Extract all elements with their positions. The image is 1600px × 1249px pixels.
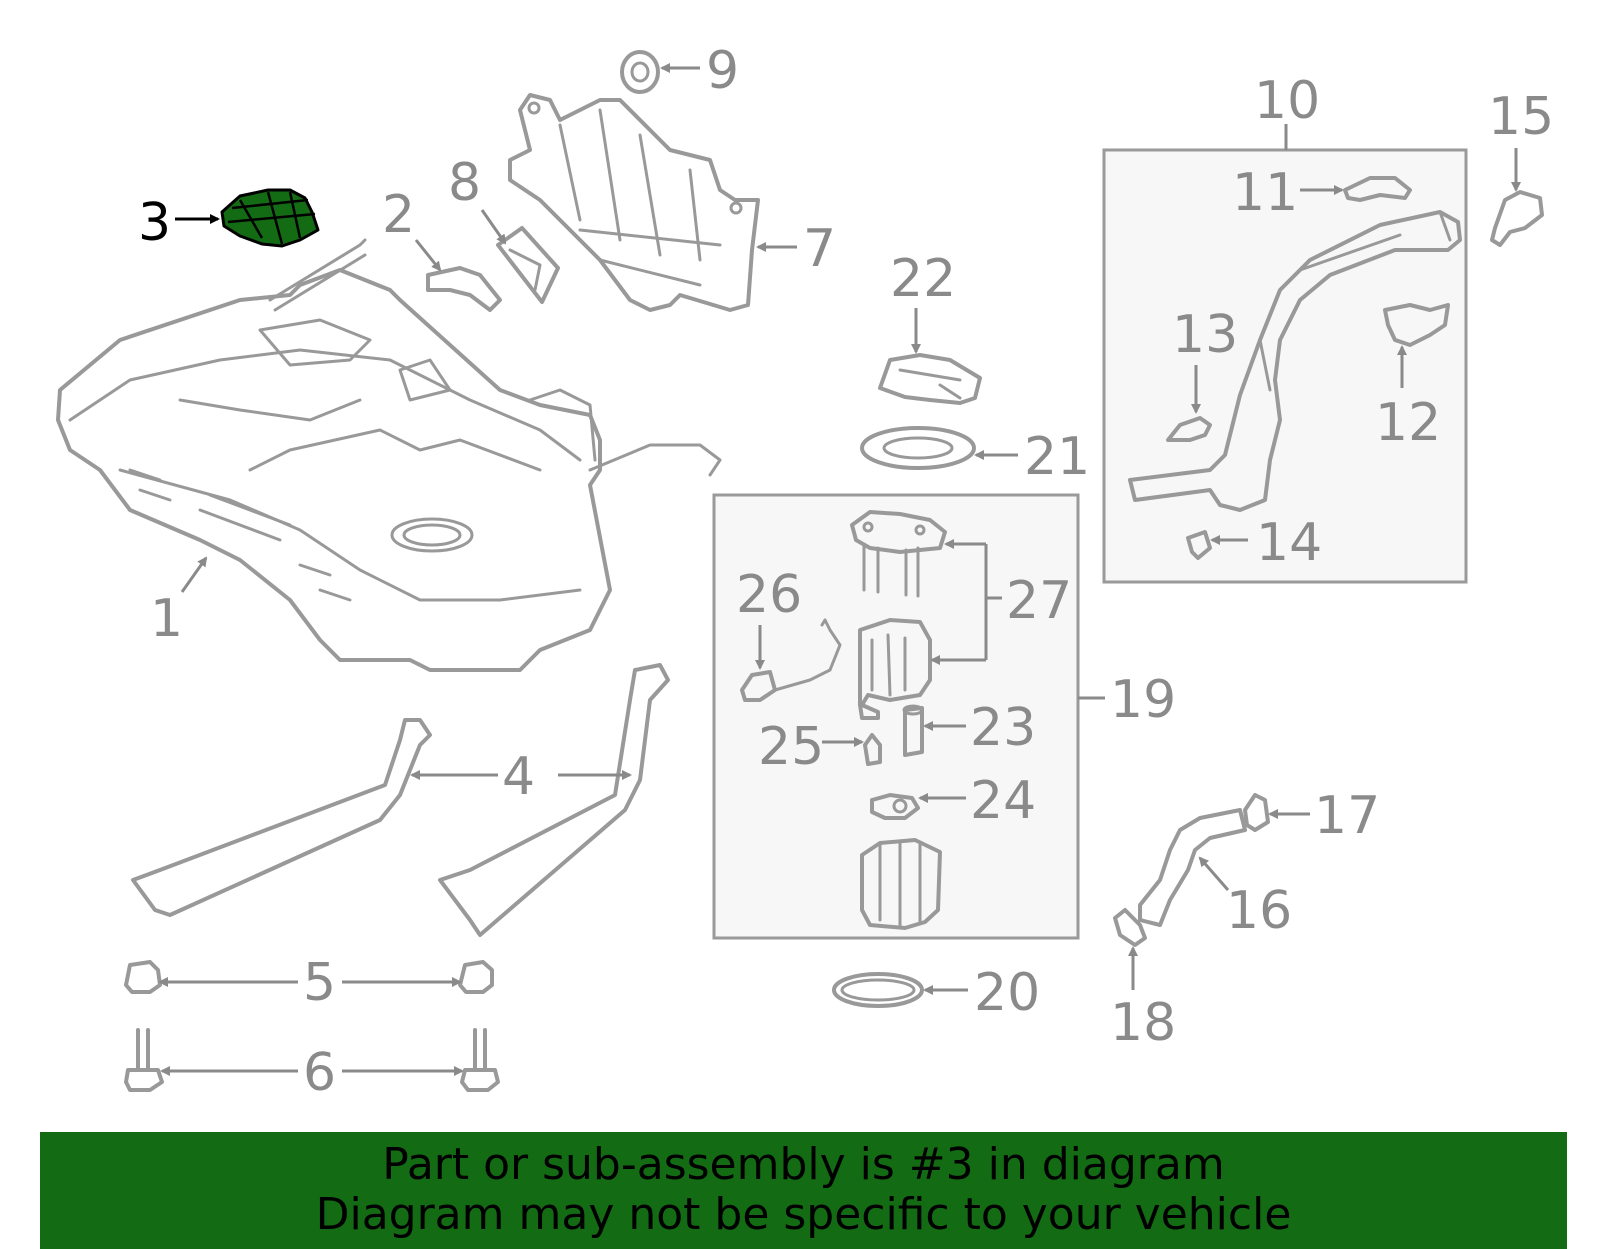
part-16-hose xyxy=(1138,808,1247,927)
footer-line-1: Part or sub-assembly is #3 in diagram xyxy=(382,1139,1225,1190)
footer-line-2: Diagram may not be specific to your vehi… xyxy=(315,1189,1292,1240)
part-6-bolts xyxy=(124,1028,500,1092)
callout-12: 12 xyxy=(1375,393,1441,453)
part-10-filler-neck xyxy=(1128,210,1462,512)
part-20-gasket xyxy=(832,972,924,1008)
part-24-regulator xyxy=(870,793,920,820)
part-3-highlighted xyxy=(220,188,320,248)
callout-10: 10 xyxy=(1254,71,1320,131)
footer-banner: Part or sub-assembly is #3 in diagram Di… xyxy=(40,1132,1567,1249)
part-1-fuel-tank xyxy=(56,238,722,672)
part-15-fuel-cap xyxy=(1490,190,1544,247)
callout-25: 25 xyxy=(758,717,824,777)
part-2-strap-pad xyxy=(426,266,502,312)
part-19-reservoir xyxy=(860,838,942,930)
callout-21: 21 xyxy=(1024,427,1090,487)
part-27-pump-flange xyxy=(850,510,947,598)
callout-24: 24 xyxy=(970,771,1036,831)
part-8-pad xyxy=(496,226,560,304)
part-21-gasket xyxy=(860,426,976,470)
box-fuel-pump-assembly-19 xyxy=(712,493,1080,940)
callout-4: 4 xyxy=(502,747,535,807)
callout-8: 8 xyxy=(448,153,481,213)
callout-18: 18 xyxy=(1110,993,1176,1053)
callout-19: 19 xyxy=(1110,670,1176,730)
callout-2: 2 xyxy=(382,185,415,245)
callout-3: 3 xyxy=(138,193,171,253)
part-12-protector xyxy=(1383,303,1450,347)
callout-13: 13 xyxy=(1172,305,1238,365)
callout-26: 26 xyxy=(736,565,802,625)
part-7-heat-shield xyxy=(508,93,760,312)
callout-22: 22 xyxy=(890,249,956,309)
box-filler-neck-assembly-10 xyxy=(1102,148,1468,584)
callout-15: 15 xyxy=(1488,87,1554,147)
part-23-filter xyxy=(902,704,924,757)
part-13-clip xyxy=(1166,416,1212,442)
part-27-pump-body xyxy=(858,618,932,720)
callout-20: 20 xyxy=(974,963,1040,1023)
leader-lines xyxy=(158,63,1521,1076)
part-22-lock-ring xyxy=(878,353,982,405)
callout-7: 7 xyxy=(803,219,836,279)
part-17-clamp xyxy=(1243,793,1270,832)
callout-6: 6 xyxy=(303,1043,336,1103)
callout-labels: 1 2 3 4 5 6 7 8 9 10 11 12 13 14 15 16 1… xyxy=(138,41,1554,1103)
callout-27: 27 xyxy=(1006,571,1072,631)
part-4-tank-straps xyxy=(131,663,670,937)
callout-11: 11 xyxy=(1232,163,1298,223)
part-14-clip xyxy=(1186,530,1212,560)
part-25-sensor xyxy=(863,733,882,766)
part-9-clip xyxy=(620,50,660,94)
parts-diagram: 1 2 3 4 5 6 7 8 9 10 11 12 13 14 15 16 1… xyxy=(56,41,1554,1103)
callout-1: 1 xyxy=(150,589,183,649)
callout-16: 16 xyxy=(1226,881,1292,941)
callout-5: 5 xyxy=(303,953,336,1013)
callout-9: 9 xyxy=(706,41,739,101)
part-26-harness xyxy=(740,618,842,702)
part-11-bracket xyxy=(1343,176,1412,202)
callout-17: 17 xyxy=(1314,786,1380,846)
part-18-clamp xyxy=(1113,908,1147,947)
callout-23: 23 xyxy=(970,698,1036,758)
callout-14: 14 xyxy=(1256,513,1322,573)
